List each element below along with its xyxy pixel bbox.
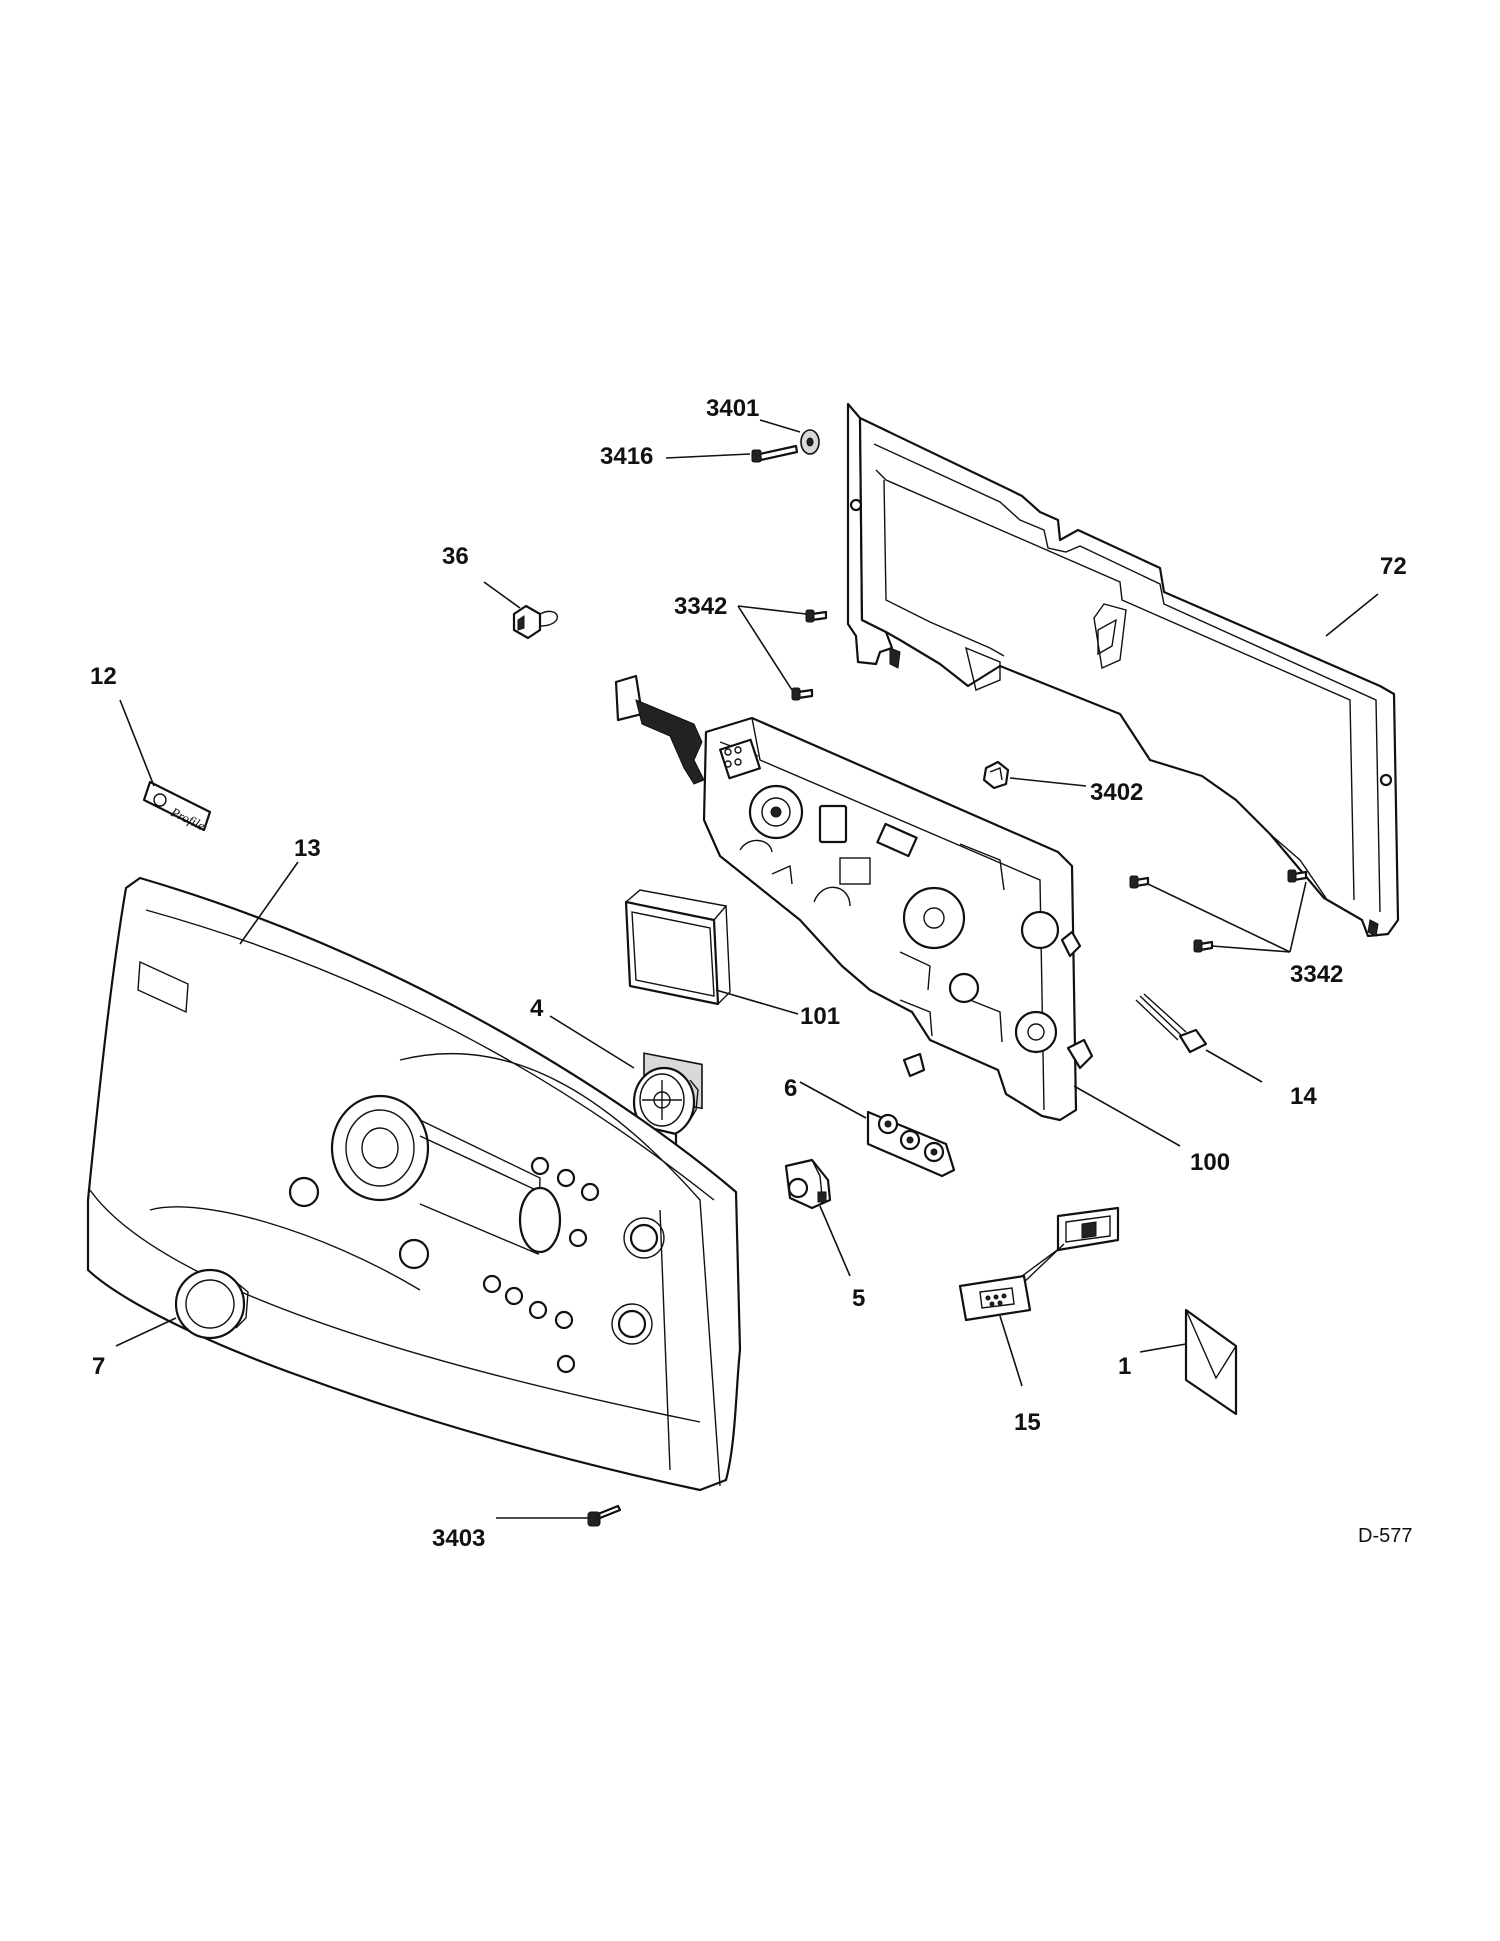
callout-3401: 3401 [706,395,759,422]
part-13-front-panel [86,876,742,1492]
callout-5: 5 [852,1285,865,1312]
part-1-literature-envelope [1184,1308,1238,1416]
callout-14: 14 [1290,1083,1317,1110]
callout-6: 6 [784,1075,797,1102]
callout-36: 36 [442,543,469,570]
callout-101: 101 [800,1003,840,1030]
callout-15: 15 [1014,1409,1041,1436]
part-3342-screw-b [791,687,814,701]
part-7-knob [174,1268,249,1340]
callout-3416: 3416 [600,443,653,470]
callout-labels: 3401 3416 36 3342 72 12 3402 13 3342 101… [90,395,1407,1552]
part-3416-screw [751,444,799,463]
part-72-rear-bracket [846,402,1400,938]
callout-3342-right: 3342 [1290,961,1343,988]
callout-13: 13 [294,835,321,862]
part-3402-clip [982,760,1010,790]
callout-1: 1 [1118,1353,1131,1380]
part-12-badge: Profile [142,780,212,833]
callout-100: 100 [1190,1149,1230,1176]
leader-lines [115,419,1379,1519]
callout-3342-top: 3342 [674,593,727,620]
part-5-push-button [784,1158,832,1210]
callout-3403: 3403 [432,1525,485,1552]
part-3342-screw-e [1193,939,1214,953]
part-3403-screw [587,1504,622,1527]
part-3342-screw-a [805,609,828,623]
callout-7: 7 [92,1353,105,1380]
part-15-cable-connector [958,1206,1120,1322]
callout-12: 12 [90,663,117,690]
part-14-wire-harness [1135,993,1208,1054]
part-100-control-board [614,674,1094,1122]
part-36-connector [512,604,558,640]
callout-72: 72 [1380,553,1407,580]
part-6-switch-assembly [866,1110,956,1178]
part-3401-washer [800,429,820,455]
part-3342-screw-c [1129,875,1150,889]
callout-3402: 3402 [1090,779,1143,806]
callout-4: 4 [530,995,544,1022]
drawing-code: D-577 [1358,1525,1412,1547]
part-3342-screw-d [1287,869,1308,883]
